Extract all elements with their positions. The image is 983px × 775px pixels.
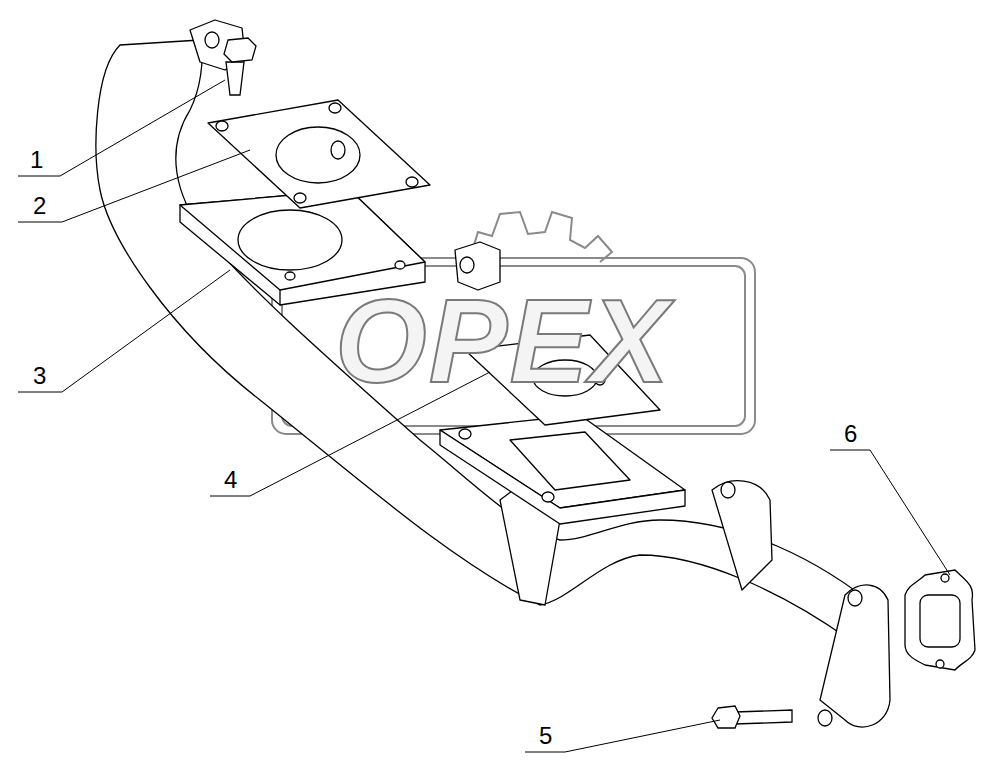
gasket-6 [905, 570, 975, 670]
callout-number: 4 [224, 468, 237, 492]
bolt-1 [224, 38, 256, 95]
callout-number: 2 [33, 194, 46, 218]
callout-number: 1 [30, 148, 43, 172]
flange-2 [208, 100, 430, 208]
lower-flange [440, 415, 685, 524]
manifold-body [96, 20, 890, 727]
port-holes [205, 32, 862, 726]
watermark: OPEX [335, 282, 671, 400]
bolt-5 [712, 706, 792, 728]
callout-number: 6 [844, 422, 857, 446]
leader-lines [18, 80, 950, 752]
callout-number: 5 [539, 724, 552, 748]
callout-number: 3 [33, 364, 46, 388]
